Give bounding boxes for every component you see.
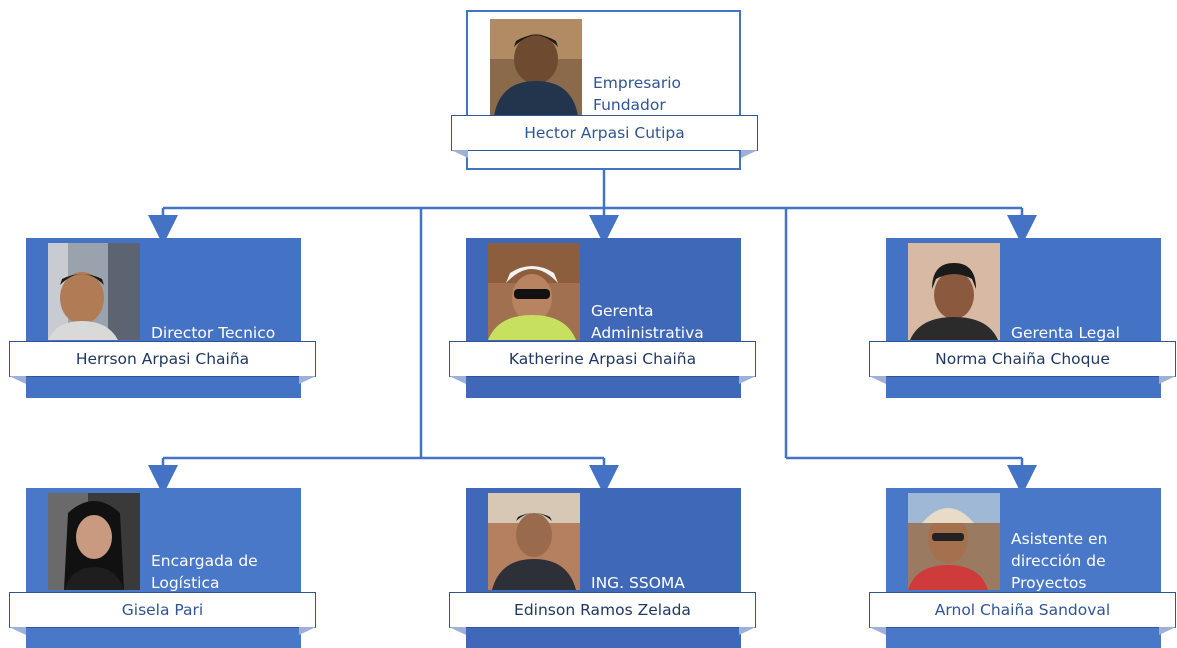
card-edinson: ING. SSOMA Edinson Ramos Zelada	[449, 488, 756, 648]
name-gisela: Gisela Pari	[9, 592, 316, 635]
role-norma: Gerenta Legal	[1011, 324, 1120, 342]
role-arnol: Asistente en dirección de Proyectos	[1011, 530, 1108, 592]
card-arnol: Asistente en dirección de Proyectos Arno…	[869, 488, 1176, 648]
card-norma: Gerenta Legal Norma Chaiña Choque	[869, 238, 1176, 398]
role-herrson: Director Tecnico	[151, 324, 276, 342]
role-gisela: Encargada de Logística	[151, 552, 258, 592]
card-katherine: Gerenta Administrativa Katherine Arpasi …	[449, 238, 756, 398]
photo-hector	[490, 19, 582, 116]
photo-gisela	[48, 493, 140, 590]
role-edinson: ING. SSOMA	[591, 574, 685, 592]
name-norma: Norma Chaiña Choque	[869, 341, 1176, 384]
role-hector: Empresario Fundador	[593, 74, 682, 114]
card-hector: Empresario Fundador Hector Arpasi Cutipa	[451, 10, 758, 170]
role-katherine: Gerenta Administrativa	[591, 302, 704, 342]
photo-arnol	[908, 493, 1000, 590]
name-hector: Hector Arpasi Cutipa	[451, 115, 758, 158]
name-edinson: Edinson Ramos Zelada	[449, 592, 756, 635]
name-arnol: Arnol Chaiña Sandoval	[869, 592, 1176, 635]
photo-edinson	[488, 493, 580, 590]
name-herrson: Herrson Arpasi Chaiña	[9, 341, 316, 384]
card-gisela: Encargada de Logística Gisela Pari	[9, 488, 316, 648]
photo-herrson	[48, 243, 140, 340]
photo-katherine	[488, 243, 580, 340]
name-katherine: Katherine Arpasi Chaiña	[449, 341, 756, 384]
card-herrson: Director Tecnico Herrson Arpasi Chaiña	[9, 238, 316, 398]
photo-norma	[908, 243, 1000, 340]
